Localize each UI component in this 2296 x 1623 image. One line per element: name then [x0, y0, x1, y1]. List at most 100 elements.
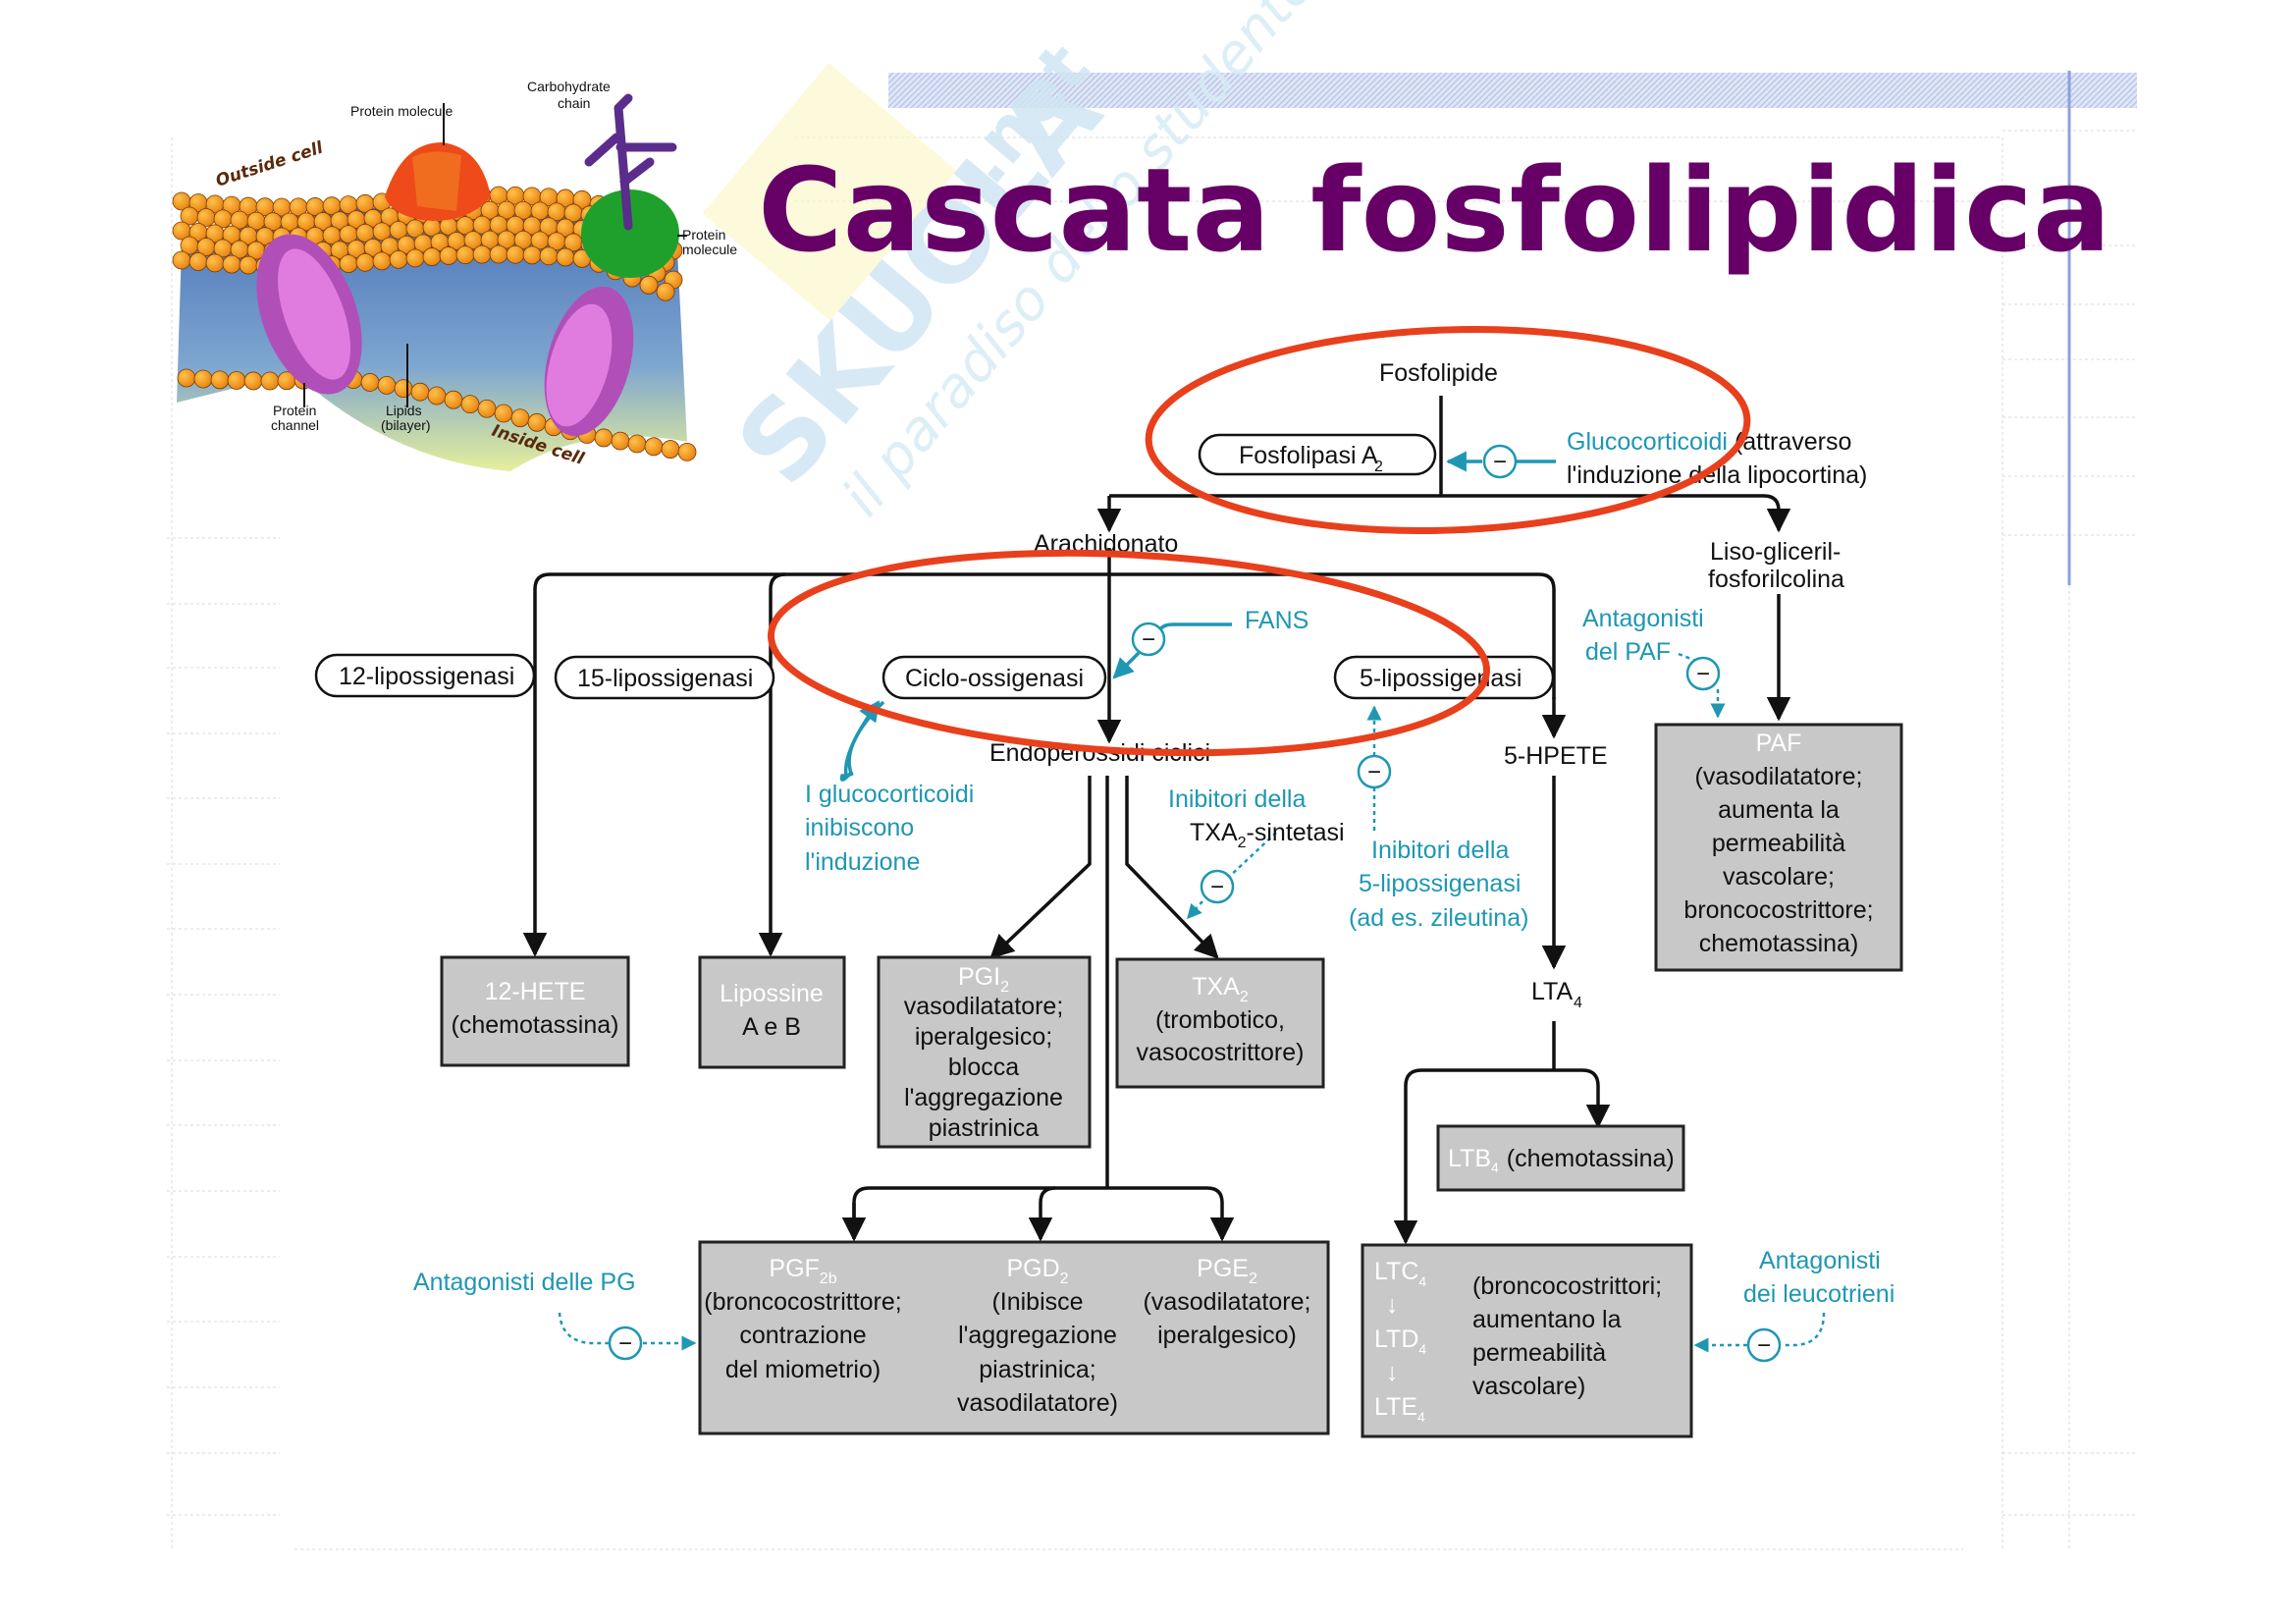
svg-text:PGI2: PGI2: [958, 963, 1009, 996]
lipid-heads-top: [172, 186, 683, 301]
lipid-head: [177, 368, 196, 388]
svg-text:TXA2: TXA2: [1192, 973, 1249, 1005]
lipid-head: [239, 255, 258, 275]
svg-text:iperalgesico;: iperalgesico;: [915, 1023, 1052, 1051]
label-liso-2: fosforilcolina: [1708, 566, 1844, 593]
svg-text:chemotassina): chemotassina): [1699, 930, 1859, 957]
label-protein-right: Protein: [682, 227, 725, 243]
product-box-12-hete: 12-HETE (chemotassina): [440, 955, 630, 1067]
label-carbohydrate: Carbohydrate: [527, 79, 611, 94]
lipid-head: [427, 386, 447, 406]
lipid-head: [372, 251, 392, 271]
lipid-head: [494, 404, 513, 423]
cell-membrane-figure: Protein molecule Carbohydrate chain Prot…: [172, 79, 737, 471]
label-glucocorticoidi: Glucocorticoidi (attraverso l'induzione …: [1567, 428, 1867, 489]
enzyme-fosfolipasi: Fosfolipasi A 2: [1198, 433, 1437, 476]
lipid-head: [594, 428, 614, 448]
svg-text:LTE4: LTE4: [1374, 1393, 1425, 1425]
svg-text:LTC4: LTC4: [1374, 1258, 1426, 1289]
product-box-lipossine: Lipossine A e B: [698, 955, 846, 1069]
minus-icon: −: [1757, 1332, 1771, 1359]
label-channel: channel: [271, 417, 319, 433]
label-bilayer: (bilayer): [381, 417, 431, 433]
svg-text:(vasodilatatore;: (vasodilatatore;: [1695, 763, 1863, 790]
lipid-head: [527, 412, 547, 432]
lipid-head: [355, 252, 375, 272]
lipid-head: [243, 371, 263, 391]
svg-text:broncocostrittore;: broncocostrittore;: [1683, 896, 1873, 924]
svg-text:TXA2-sintetasi: TXA2-sintetasi: [1190, 819, 1345, 851]
cascade-diagram: Fosfolipasi A 2 12-lipossigenasi 15-lipo…: [314, 326, 1903, 1438]
product-box-paf: PAF (vasodilatatore; aumenta la permeabi…: [1654, 723, 1903, 972]
lipid-head: [410, 382, 430, 402]
lipid-head: [644, 437, 664, 457]
minus-icon: −: [1210, 874, 1224, 900]
svg-text:Lipossine: Lipossine: [720, 980, 824, 1007]
label-gluco-inibiscono-1: I glucocorticoidi: [805, 781, 974, 808]
lipid-head: [489, 244, 508, 264]
svg-text:15-lipossigenasi: 15-lipossigenasi: [577, 665, 753, 692]
lipid-head: [522, 245, 542, 265]
enzyme-15-lipossigenasi: 15-lipossigenasi: [554, 655, 775, 700]
lipid-head: [227, 371, 246, 390]
minus-icon: −: [618, 1330, 632, 1357]
label-outside-cell: Outside cell: [213, 137, 326, 190]
label-antagonisti-paf-1: Antagonisti: [1582, 605, 1704, 632]
label-antagonisti-pg: Antagonisti delle PG: [413, 1269, 636, 1296]
svg-text:PAF: PAF: [1756, 730, 1802, 757]
lipid-head: [539, 246, 559, 266]
lipid-head: [377, 376, 397, 395]
page-title: Cascata fosfolipidica: [758, 142, 2111, 278]
svg-text:PGF2b: PGF2b: [769, 1255, 836, 1287]
lipid-head: [210, 370, 230, 390]
label-gluco-inibiscono-3: l'induzione: [805, 848, 920, 876]
lipid-head: [661, 440, 680, 459]
lipid-head: [222, 254, 241, 274]
label-inibitori-5lox-3: (ad es. zileutina): [1349, 904, 1528, 932]
svg-text:(trombotico,: (trombotico,: [1155, 1006, 1285, 1034]
svg-text:vasocostrittore): vasocostrittore): [1137, 1039, 1305, 1066]
svg-text:piastrinica: piastrinica: [929, 1114, 1040, 1142]
svg-text:Glucocorticoidi (attraverso: Glucocorticoidi (attraverso: [1567, 428, 1851, 456]
svg-text:Fosfolipasi A: Fosfolipasi A: [1239, 442, 1378, 469]
lipid-head: [422, 247, 442, 266]
inhibit-minus-signs: − − − − − − −: [618, 449, 1771, 1359]
lipid-head: [556, 247, 575, 267]
lipid-heads-bottom: [177, 368, 697, 461]
label-antagonisti-leuco-2: dei leucotrieni: [1743, 1280, 1895, 1308]
svg-text:Inibitori della: Inibitori della: [1168, 785, 1306, 813]
svg-text:PGE2: PGE2: [1197, 1255, 1257, 1287]
lipid-head: [472, 244, 492, 264]
label-inibitori-5lox-2: 5-lipossigenasi: [1359, 870, 1521, 897]
lipid-head: [260, 371, 280, 391]
label-fans: FANS: [1245, 607, 1308, 634]
highlight-ellipse-fosfolipasi: [1145, 326, 1751, 534]
svg-text:Ciclo-ossigenasi: Ciclo-ossigenasi: [905, 665, 1084, 692]
label-gluco-inibiscono-2: inibiscono: [805, 814, 914, 841]
svg-text:blocca: blocca: [948, 1054, 1019, 1081]
svg-text:(Inibisce: (Inibisce: [991, 1288, 1083, 1316]
label-antagonisti-paf-2: del PAF: [1585, 638, 1671, 666]
minus-icon: −: [1696, 661, 1710, 687]
label-fosfolipide: Fosfolipide: [1379, 359, 1498, 387]
enzyme-5-lipossigenasi: 5-lipossigenasi: [1333, 655, 1555, 700]
svg-text:vascolare): vascolare): [1472, 1373, 1585, 1400]
lipid-head: [394, 379, 413, 399]
svg-text:l'aggregazione: l'aggregazione: [904, 1084, 1063, 1111]
arrow-down-icon: ↓: [1386, 1291, 1399, 1319]
lipid-head: [477, 399, 497, 418]
label-5-hpete: 5-HPETE: [1504, 742, 1608, 770]
lipid-head: [444, 390, 463, 409]
lipid-head: [506, 244, 525, 264]
header-band: [888, 73, 2137, 108]
product-box-txa2: TXA2 (trombotico, vasocostrittore): [1115, 957, 1325, 1089]
carbohydrate-chain: [584, 93, 677, 231]
product-box-prostaglandins: PGF2b (broncocostrittore; contrazione de…: [698, 1240, 1330, 1435]
pathway-connectors: [522, 396, 1791, 1245]
lipid-head: [611, 431, 630, 451]
lipid-head: [510, 408, 530, 428]
svg-text:(broncocostrittori;: (broncocostrittori;: [1472, 1272, 1662, 1300]
lipid-head: [572, 189, 592, 209]
lipid-head: [172, 250, 191, 270]
